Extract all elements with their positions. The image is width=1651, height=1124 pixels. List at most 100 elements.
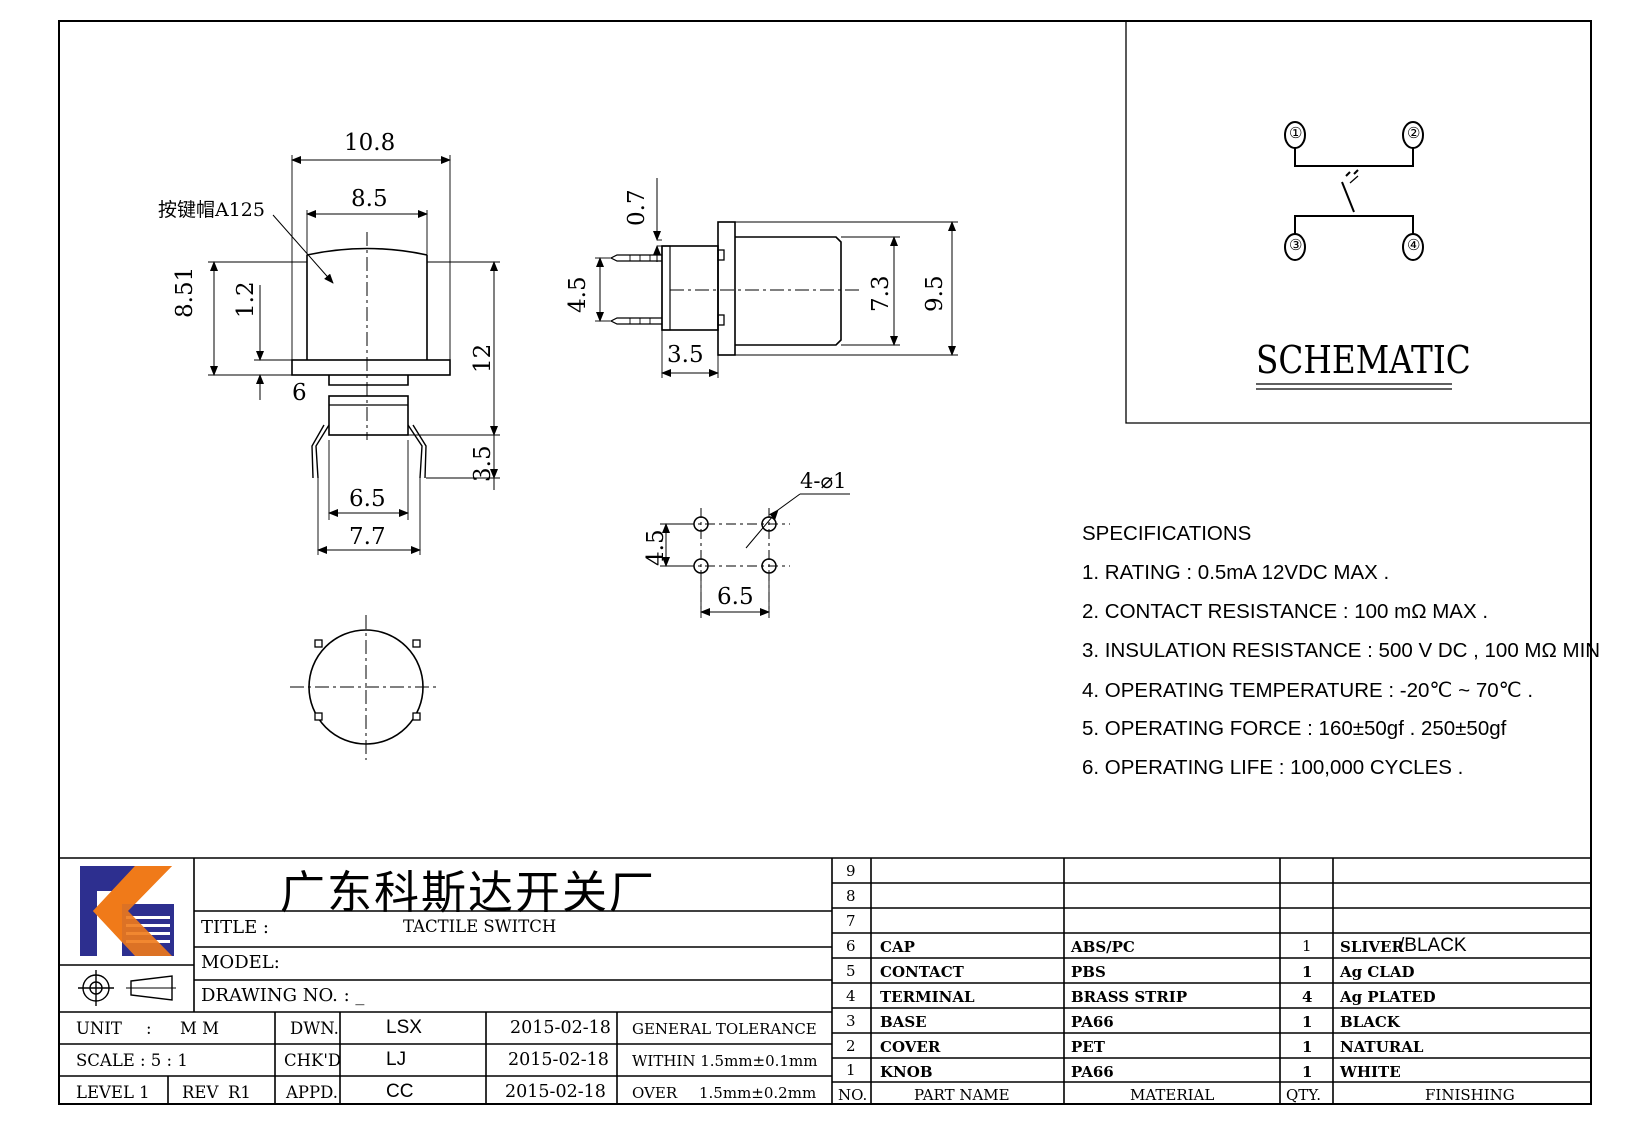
schematic-pin-2: ②: [1407, 124, 1421, 142]
bom-material-2: PET: [1071, 1038, 1105, 1056]
bom-no-5: 5: [846, 962, 856, 980]
bom-part-2: COVER: [880, 1038, 941, 1056]
drawing-no-label: DRAWING NO. : _: [201, 985, 365, 1006]
bom-part-4: TERMINAL: [880, 988, 975, 1006]
bom-finish-4: Ag PLATED: [1340, 988, 1436, 1006]
bom-no-9: 9: [846, 862, 856, 880]
schematic-title: SCHEMATIC: [1256, 338, 1471, 382]
appd-label: APPD.: [286, 1083, 339, 1102]
bom-part-3: BASE: [880, 1013, 927, 1031]
projection-symbol: [78, 970, 176, 1006]
chkd-date: 2015-02-18: [508, 1050, 609, 1070]
front-view: [208, 155, 500, 555]
dim-hole-spec: 4-⌀1: [800, 469, 847, 493]
tolerance-over-label: OVER: [632, 1084, 678, 1102]
model-label: MODEL:: [201, 952, 280, 973]
dim-top-width-outer: 10.8: [344, 130, 396, 156]
bom-part-5: CONTACT: [880, 963, 964, 981]
bom-material-5: PBS: [1071, 963, 1106, 981]
bom-part-1: KNOB: [880, 1063, 933, 1081]
dim-pin-height: 3.5: [470, 445, 496, 482]
bom-no-4: 4: [846, 987, 856, 1005]
bom-material-4: BRASS STRIP: [1071, 988, 1188, 1006]
schematic-frame: [1125, 21, 1591, 424]
dim-hole-spacing-v: 4.5: [643, 529, 669, 566]
tolerance-within: WITHIN 1.5mm±0.1mm: [632, 1052, 818, 1070]
bom-part-6: CAP: [880, 938, 915, 956]
bom-no-6: 6: [846, 937, 856, 955]
sheet-border: [58, 20, 1592, 1105]
bom-finish-1: WHITE: [1340, 1063, 1401, 1081]
spec-heading: SPECIFICATIONS: [1082, 522, 1252, 545]
bom-qty-2: 1: [1302, 1038, 1313, 1056]
scale-value: : 5 : 1: [140, 1051, 188, 1070]
dim-side-pin-spacing: 4.5: [565, 276, 591, 313]
bom-qty-5: 1: [1302, 963, 1313, 981]
spec-item-4: 4. OPERATING TEMPERATURE : -20℃ ~ 70℃ .: [1082, 679, 1534, 702]
dim-side-pin-depth: 3.5: [667, 342, 704, 368]
cap-label: 按键帽A125: [158, 199, 265, 221]
bom-no-3: 3: [846, 1012, 856, 1030]
tolerance-over-value: 1.5mm±0.2mm: [699, 1084, 817, 1102]
title-block-lines: [59, 857, 1591, 1104]
spec-item-5: 5. OPERATING FORCE : 160±50gf . 250±50gf: [1082, 717, 1507, 740]
bom-finish-6-extra: /BLACK: [1399, 935, 1467, 956]
schematic-pin-4: ④: [1407, 236, 1421, 254]
bom-material-1: PA66: [1071, 1063, 1114, 1081]
rev-label: REV: [182, 1083, 219, 1102]
spec-item-3: 3. INSULATION RESISTANCE : 500 V DC , 10…: [1082, 639, 1601, 662]
bom-qty-3: 1: [1302, 1013, 1313, 1031]
bom-qty-4: 4: [1302, 988, 1313, 1006]
dim-side-total-height: 9.5: [922, 275, 948, 312]
bom-qty-6: 1: [1302, 937, 1312, 955]
level-label: LEVEL 1: [76, 1083, 150, 1102]
dim-total-height: 12: [470, 343, 496, 373]
tolerance-heading: GENERAL TOLERANCE: [632, 1020, 817, 1038]
dim-height-left: 8.51: [172, 266, 198, 318]
bom-header-material: MATERIAL: [1130, 1086, 1215, 1104]
bom-finish-5: Ag CLAD: [1340, 963, 1415, 981]
bom-finish-2: NATURAL: [1340, 1038, 1424, 1056]
title-label: TITLE :: [201, 917, 270, 938]
schematic-diagram: [1284, 121, 1424, 261]
bom-no-7: 7: [846, 912, 856, 930]
dwn-label: DWN.: [290, 1019, 339, 1038]
scale-label: SCALE: [76, 1051, 135, 1070]
dim-top-width-inner: 8.5: [351, 186, 388, 212]
bom-material-3: PA66: [1071, 1013, 1114, 1031]
rev-value: R1: [228, 1083, 251, 1102]
dim-side-cap-height: 7.3: [868, 275, 894, 312]
bom-header-finishing: FINISHING: [1425, 1086, 1515, 1104]
bom-finish-3: BLACK: [1340, 1013, 1400, 1031]
chkd-name: LJ: [386, 1049, 407, 1070]
unit-colon: :: [146, 1019, 152, 1038]
dwn-date: 2015-02-18: [510, 1018, 611, 1038]
dwn-name: LSX: [386, 1017, 422, 1038]
dim-base-inner: 6.5: [349, 486, 386, 512]
spec-item-1: 1. RATING : 0.5mA 12VDC MAX .: [1082, 561, 1390, 584]
unit-value: M M: [180, 1019, 220, 1038]
schematic-pin-3: ③: [1289, 236, 1303, 254]
appd-date: 2015-02-18: [505, 1082, 606, 1102]
hole-pattern: [660, 493, 850, 618]
dim-base-outer: 7.7: [349, 524, 386, 550]
appd-name: CC: [386, 1081, 414, 1102]
bom-header-qty: QTY.: [1286, 1086, 1322, 1104]
chkd-label: CHK'D: [284, 1051, 342, 1070]
dim-hole-spacing-h: 6.5: [717, 584, 754, 610]
dim-step-height: 1.2: [233, 281, 259, 318]
bom-no-2: 2: [846, 1037, 856, 1055]
bom-no-8: 8: [846, 887, 856, 905]
bom-finish-6: SLIVER: [1340, 938, 1404, 956]
schematic-pin-1: ①: [1289, 124, 1303, 142]
unit-label: UNIT: [76, 1019, 122, 1038]
top-view: [290, 615, 440, 760]
bom-qty-1: 1: [1302, 1063, 1313, 1081]
bom-no-1: 1: [846, 1061, 856, 1079]
side-view: [595, 178, 958, 378]
company-name: 广东科斯达开关厂: [280, 866, 657, 919]
spec-item-2: 2. CONTACT RESISTANCE : 100 mΩ MAX .: [1082, 600, 1489, 623]
company-logo: [80, 866, 174, 956]
